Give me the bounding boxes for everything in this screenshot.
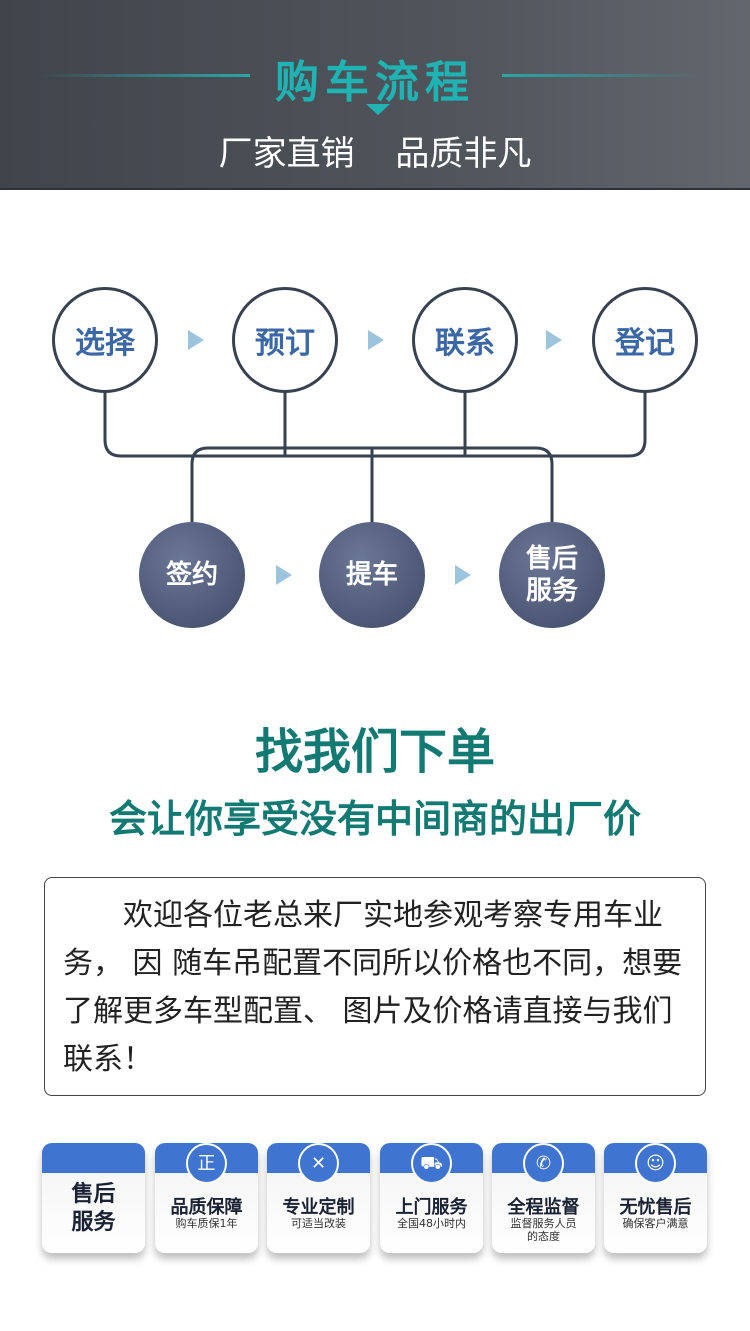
- page-title: 购车流程: [275, 57, 475, 108]
- step-select: 选择: [52, 287, 158, 393]
- tools-icon: ✕: [298, 1143, 339, 1184]
- phone-icon: ✆: [523, 1143, 564, 1184]
- service-sub: 购车质保1年: [175, 1217, 238, 1230]
- service-title: 全程监督: [507, 1197, 580, 1218]
- service-sub: 可适当改装: [291, 1217, 346, 1230]
- arrow-right-icon: [368, 330, 384, 350]
- step-pickup: 提车: [319, 522, 425, 628]
- step-sign: 签约: [139, 522, 245, 628]
- step-aftersale: 售后 服务: [499, 522, 605, 628]
- subheadline: 会让你享受没有中间商的出厂价: [108, 797, 641, 841]
- header-banner: 购车流程 厂家直销 品质非凡: [0, 0, 750, 190]
- service-title: 无忧售后: [619, 1197, 692, 1218]
- service-title: 售后 服务: [71, 1182, 116, 1235]
- triangle-down-icon: [366, 104, 390, 115]
- service-card-aftersale: 售后 服务: [42, 1143, 145, 1253]
- service-sub: 确保客户满意: [622, 1217, 689, 1230]
- arrow-right-icon: [455, 565, 471, 585]
- service-card-custom: ✕ 专业定制 可适当改装: [267, 1143, 370, 1253]
- decor-line-left: [40, 74, 250, 77]
- notice-text: 欢迎各位老总来厂实地参观考察专用车业务， 因 随车吊配置不同所以价格也不同，想要…: [44, 877, 706, 1096]
- decor-line-right: [502, 74, 702, 77]
- agent-icon: ☺: [635, 1143, 676, 1184]
- headline: 找我们下单: [254, 724, 495, 780]
- service-title: 品质保障: [170, 1197, 243, 1218]
- service-card-onsite: ⛟ 上门服务 全国48小时内: [380, 1143, 483, 1253]
- service-card-supervise: ✆ 全程监督 监督服务人员的态度: [492, 1143, 595, 1253]
- service-card-worryfree: ☺ 无忧售后 确保客户满意: [604, 1143, 707, 1253]
- header-subtitle: 厂家直销 品质非凡: [218, 134, 532, 174]
- step-reserve: 预订: [232, 287, 338, 393]
- shield-icon: 正: [186, 1143, 227, 1184]
- flow-connectors: [103, 392, 647, 523]
- arrow-right-icon: [276, 565, 292, 585]
- service-card-quality: 正 品质保障 购车质保1年: [155, 1143, 258, 1253]
- service-title: 专业定制: [282, 1197, 355, 1218]
- service-sub: 全国48小时内: [397, 1217, 466, 1230]
- arrow-right-icon: [188, 330, 204, 350]
- service-title: 上门服务: [395, 1197, 468, 1218]
- step-register: 登记: [592, 287, 698, 393]
- step-contact: 联系: [412, 287, 518, 393]
- service-sub: 监督服务人员的态度: [510, 1217, 577, 1243]
- truck-icon: ⛟: [411, 1143, 452, 1184]
- arrow-right-icon: [546, 330, 562, 350]
